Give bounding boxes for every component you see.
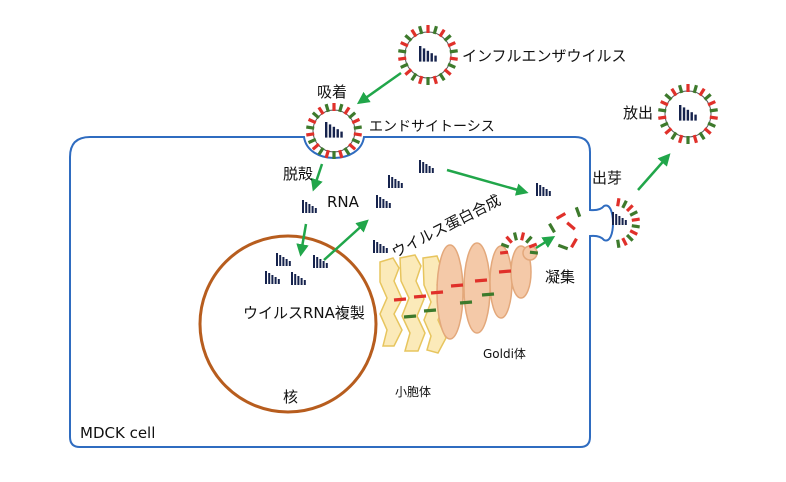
label-golgi: Goldi体 — [483, 347, 526, 361]
free-spike-proteins — [548, 206, 582, 251]
arrow-nucleus-to-cytoplasm — [323, 219, 369, 261]
arrow-uncoating — [310, 163, 324, 192]
label-replication: ウイルスRNA複製 — [243, 304, 365, 322]
virus-particle-adsorbed — [306, 103, 362, 159]
label-er: 小胞体 — [395, 385, 431, 399]
label-aggregation: 凝集 — [545, 268, 575, 286]
cell-membrane — [69, 136, 614, 448]
arrows — [296, 71, 671, 261]
label-cell: MDCK cell — [80, 424, 155, 442]
nucleus — [198, 234, 378, 414]
rna-segments-uncoated — [302, 200, 317, 213]
virus-particle-released — [658, 84, 718, 144]
arrow-virus-to-adsorption — [356, 71, 402, 105]
rna-segments-nucleus-2 — [313, 255, 328, 268]
rna-segments-cytoplasm-1 — [388, 175, 403, 188]
rna-segments-er — [373, 240, 388, 253]
label-virus: インフルエンザウイルス — [462, 47, 627, 65]
label-adsorption: 吸着 — [317, 83, 347, 101]
arrow-rna-transport — [446, 168, 529, 196]
arrow-rna-to-nucleus — [296, 223, 309, 257]
assembling-virion — [499, 232, 539, 255]
rna-segments-nucleus-4 — [291, 272, 306, 285]
rna-segments-nucleus-1 — [276, 253, 291, 266]
endoplasmic-reticulum — [379, 254, 447, 354]
budding-virion — [616, 198, 640, 248]
golgi-apparatus — [436, 242, 538, 340]
rna-segments-nucleus-3 — [265, 271, 280, 284]
label-rna: RNA — [327, 193, 360, 211]
virus-particle — [398, 25, 458, 85]
label-uncoating: 脱殻 — [283, 165, 313, 183]
membrane-spike-proteins — [393, 269, 512, 319]
label-release: 放出 — [623, 104, 653, 122]
rna-segments-exported-1 — [376, 195, 391, 208]
label-budding: 出芽 — [592, 169, 622, 187]
rna-segments-cytoplasm-3 — [536, 183, 551, 196]
label-endocytosis: エンドサイトーシス — [369, 119, 495, 135]
rna-segments-cytoplasm-2 — [419, 160, 434, 173]
arrow-golgi-to-aggregation — [535, 236, 556, 250]
rna-segments-budding — [612, 212, 627, 225]
arrow-release — [637, 153, 671, 191]
label-nucleus: 核 — [283, 388, 298, 406]
